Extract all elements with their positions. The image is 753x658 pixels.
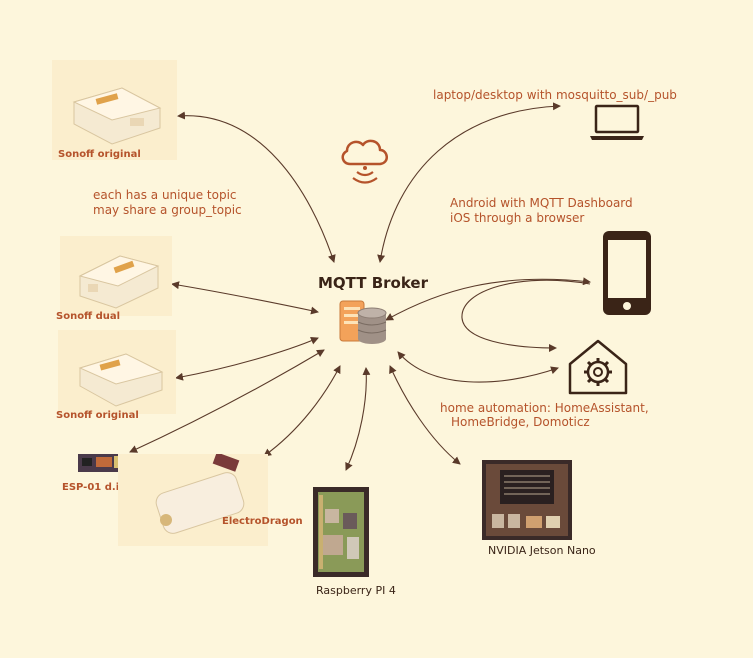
jetson-nano-label: NVIDIA Jetson Nano <box>488 544 596 557</box>
jetson-nano-photo <box>482 460 572 540</box>
cloud-wifi-icon <box>341 139 388 184</box>
android-note-line2: iOS through a browser <box>450 211 585 225</box>
sonoff-original-2-label: Sonoff original <box>56 410 139 421</box>
electrodragon-label: ElectroDragon <box>222 516 303 527</box>
arrow-sonoff2-broker <box>175 337 319 381</box>
home-automation-line1: home automation: HomeAssistant, <box>440 401 649 415</box>
sonoff-original-label: Sonoff original <box>58 149 141 160</box>
sonoff-dual-photo <box>60 236 172 316</box>
arrow-electrodragon-broker <box>263 365 341 457</box>
arrow-jetson-broker <box>389 365 461 465</box>
topic-note-line1: each has a unique topic <box>93 188 237 202</box>
arrow-rpi-broker <box>345 367 371 471</box>
arrow-laptop-broker <box>377 102 561 263</box>
raspberry-pi-label: Raspberry PI 4 <box>316 584 396 597</box>
arrow-home-broker <box>397 351 559 383</box>
sonoff-dual-label: Sonoff dual <box>56 311 121 322</box>
arrow-esp01-broker <box>129 349 325 453</box>
arrow-phone-home <box>461 279 591 352</box>
arrow-sonoff-dual-broker <box>171 281 319 315</box>
topic-note-line2: may share a group_topic <box>93 203 242 217</box>
android-note-line1: Android with MQTT Dashboard <box>450 196 633 210</box>
sonoff-original-photo <box>52 60 177 160</box>
smartphone-icon <box>603 231 651 315</box>
laptop-label: laptop/desktop with mosquitto_sub/_pub <box>433 88 677 102</box>
raspberry-pi-photo <box>313 487 369 577</box>
laptop-icon <box>590 104 644 140</box>
home-gear-icon <box>568 339 628 395</box>
home-automation-line2: HomeBridge, Domoticz <box>451 415 590 429</box>
arrow-sonoff1-broker <box>177 111 336 263</box>
server-database-icon <box>339 300 387 344</box>
electrodragon-photo <box>118 454 268 546</box>
arrow-phone-broker <box>385 277 591 321</box>
sonoff-original-2-photo <box>58 330 176 414</box>
broker-title: MQTT Broker <box>318 274 428 292</box>
esp01-photo <box>78 454 120 472</box>
